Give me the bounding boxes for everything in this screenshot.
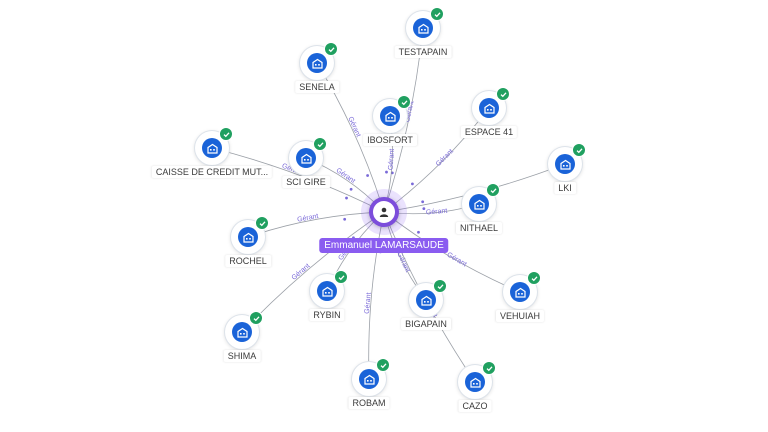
edge-arrow-senela xyxy=(366,174,369,177)
building-icon xyxy=(510,282,530,302)
edge-senela xyxy=(316,62,385,213)
building-icon xyxy=(232,322,252,342)
company-node-ibosfort[interactable] xyxy=(373,95,411,133)
building-icon xyxy=(465,372,485,392)
edge-label-robam: Gérant xyxy=(364,292,373,314)
verified-check-icon xyxy=(219,127,233,141)
building-icon xyxy=(238,227,258,247)
company-label-rochel: ROCHEL xyxy=(225,255,271,267)
company-label-cazo: CAZO xyxy=(458,400,492,412)
company-label-ibosfort: IBOSFORT xyxy=(363,134,417,146)
verified-check-icon xyxy=(572,143,586,157)
company-node-robam[interactable] xyxy=(352,358,390,396)
edge-arrow-sci-gire xyxy=(349,187,353,191)
building-icon xyxy=(555,154,575,174)
company-label-caisse-de-credit-mut: CAISSE DE CREDIT MUT... xyxy=(151,166,273,178)
edge-label-ibosfort: Gérant xyxy=(388,149,396,171)
company-label-lki: LKI xyxy=(554,182,576,194)
company-node-shima[interactable] xyxy=(225,311,263,349)
edge-label-testapain: Gérant xyxy=(404,100,415,122)
building-icon xyxy=(359,369,379,389)
company-node-senela[interactable] xyxy=(300,42,338,80)
center-person-node[interactable] xyxy=(361,189,407,235)
edge-arrow-lki xyxy=(421,200,425,204)
edge-arrow-ibosfort xyxy=(385,170,388,174)
verified-check-icon xyxy=(249,311,263,325)
edge-robam xyxy=(368,211,385,380)
company-label-testapain: TESTAPAIN xyxy=(394,46,452,58)
building-icon xyxy=(202,138,222,158)
edge-arrow-nithael xyxy=(422,207,426,211)
building-icon xyxy=(479,98,499,118)
edge-arrow-espace-41 xyxy=(411,182,414,186)
verified-check-icon xyxy=(496,87,510,101)
verified-check-icon xyxy=(482,361,496,375)
edge-arrow-vehuiah xyxy=(417,230,420,234)
company-node-cazo[interactable] xyxy=(458,361,496,399)
company-label-nithael: NITHAEL xyxy=(455,222,503,234)
edge-label-bigapain: Gérant xyxy=(395,251,411,273)
verified-check-icon xyxy=(324,42,338,56)
center-person-label: Emmanuel LAMARSAUDE xyxy=(319,238,449,253)
company-node-vehuiah[interactable] xyxy=(503,271,541,309)
edge-label-nithael: Gérant xyxy=(426,208,448,217)
company-node-rybin[interactable] xyxy=(310,270,348,308)
company-node-lki[interactable] xyxy=(548,143,586,181)
building-icon xyxy=(416,290,436,310)
verified-check-icon xyxy=(255,216,269,230)
company-label-senela: SENELA xyxy=(295,81,339,93)
company-label-shima: SHIMA xyxy=(223,350,261,362)
edge-arrow-caisse-de-credit-mut xyxy=(345,196,348,200)
edge-label-espace-41: Gérant xyxy=(435,148,455,168)
company-node-bigapain[interactable] xyxy=(409,279,447,317)
company-node-nithael[interactable] xyxy=(462,183,500,221)
verified-check-icon xyxy=(313,137,327,151)
building-icon xyxy=(380,106,400,126)
edge-vehuiah xyxy=(383,211,521,293)
edge-label-shima: Gérant xyxy=(291,263,312,282)
edge-label-sci-gire: Gérant xyxy=(335,167,357,185)
verified-check-icon xyxy=(430,7,444,21)
building-icon xyxy=(296,148,316,168)
building-icon xyxy=(469,194,489,214)
company-label-rybin: RYBIN xyxy=(309,309,345,321)
verified-check-icon xyxy=(486,183,500,197)
building-icon xyxy=(413,18,433,38)
company-node-sci-gire[interactable] xyxy=(289,137,327,175)
company-node-testapain[interactable] xyxy=(406,7,444,45)
company-label-sci-gire: SCI GIRE xyxy=(282,176,330,188)
edge-caisse-de-credit-mut xyxy=(211,147,385,213)
company-label-robam: ROBAM xyxy=(348,397,390,409)
company-label-espace-41: ESPACE 41 xyxy=(460,126,518,138)
edge-label-vehuiah: Gérant xyxy=(446,251,468,268)
edge-label-senela: Gérant xyxy=(346,116,361,138)
edge-arrow-rochel xyxy=(343,217,347,221)
company-node-rochel[interactable] xyxy=(231,216,269,254)
person-icon xyxy=(373,201,395,223)
center-pin xyxy=(369,197,399,227)
company-label-bigapain: BIGAPAIN xyxy=(401,318,451,330)
verified-check-icon xyxy=(334,270,348,284)
building-icon xyxy=(307,53,327,73)
verified-check-icon xyxy=(433,279,447,293)
company-node-espace-41[interactable] xyxy=(472,87,510,125)
verified-check-icon xyxy=(397,95,411,109)
edge-label-rochel: Gérant xyxy=(297,213,319,224)
verified-check-icon xyxy=(376,358,390,372)
company-label-vehuiah: VEHUIAH xyxy=(495,310,545,322)
verified-check-icon xyxy=(527,271,541,285)
company-node-caisse-de-credit-mut[interactable] xyxy=(195,127,233,165)
building-icon xyxy=(317,281,337,301)
